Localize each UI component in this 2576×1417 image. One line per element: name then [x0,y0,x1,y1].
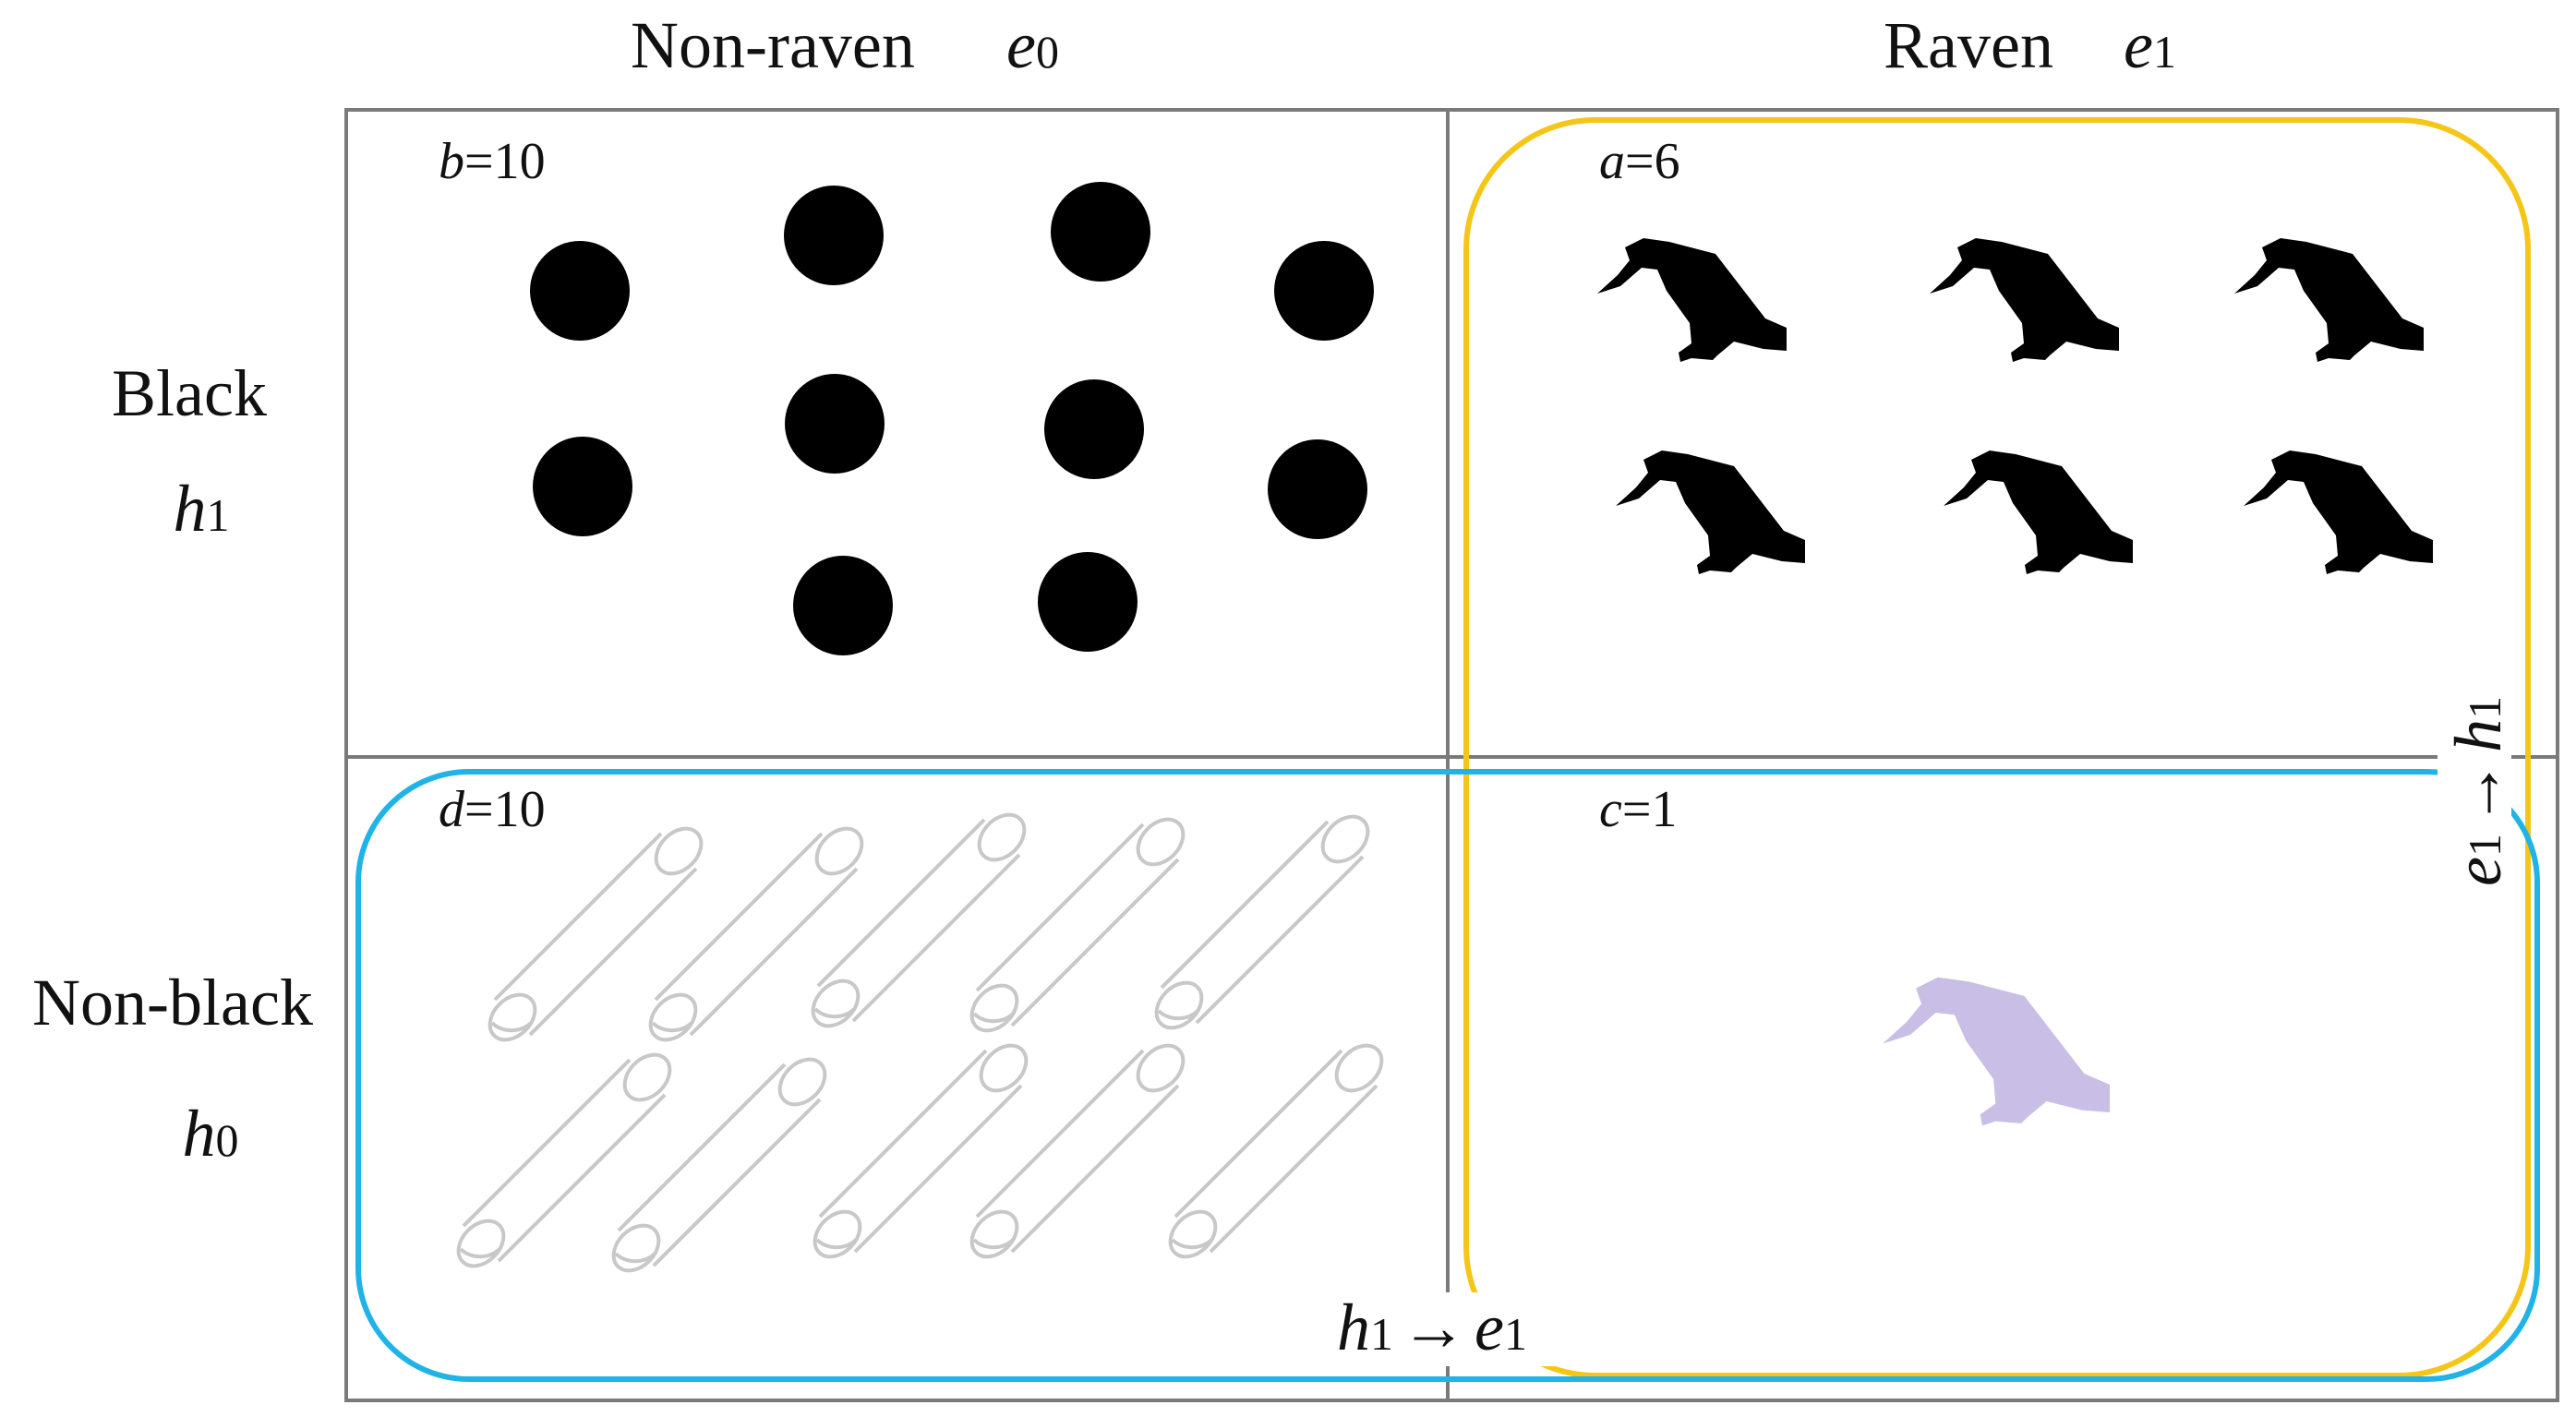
raven-region-outline [1463,117,2531,1378]
black-circle-icon [784,186,884,285]
row-symbol-h0: h0 [183,1097,239,1171]
cell-c-non-black-raven [1883,977,2110,1126]
row-label-black: Black [112,356,267,430]
implication-label-h1-to-e1: h1→e1 [1337,1291,1527,1364]
raven-silhouette-icon [1930,238,2119,362]
column-label-raven: Raven [1884,8,2053,82]
raven-silhouette-icon [2234,238,2424,362]
column-symbol-e0: e0 [1006,8,1059,82]
pipe-cylinder-icon [961,1035,1194,1267]
column-header-raven: Raven e1 [1884,8,2176,82]
cell-d-non-black-non-ravens [448,804,1392,1281]
cell-count-b: b=10 [439,133,546,190]
implication-label-backdrop [1330,1292,1579,1366]
row-header-non-black: Non-black h0 [32,966,313,1171]
black-circle-icon [1274,241,1374,341]
black-circle-icon [1051,182,1150,282]
contingency-table-grid [344,108,2559,1402]
black-circle-icon [785,374,885,474]
black-circle-icon [533,437,632,536]
pipe-cylinder-icon [479,818,712,1051]
pipe-cylinder-icon [640,818,873,1051]
column-symbol-e1: e1 [2124,8,2176,82]
column-header-non-raven: Non-raven e0 [631,8,1059,82]
pipe-cylinder-icon [804,1035,1037,1267]
row-symbol-h1: h1 [174,472,230,546]
cell-a-black-ravens [1597,238,2433,574]
implication-h1-to-e1: h1→e1 [1330,1291,1579,1366]
raven-silhouette-icon [2244,450,2433,574]
raven-silhouette-icon [1883,977,2110,1126]
pipe-cylinder-icon [603,1049,836,1281]
implication-e1-to-h1: e1→h1 [2438,665,2515,905]
implication-label-e1-to-h1: e1→h1 [2441,696,2515,886]
black-circle-icon [1038,552,1138,652]
cell-b-black-non-ravens [530,182,1374,655]
black-circle-icon [1268,439,1367,539]
black-circle-icon [530,241,630,341]
non-black-region-outline [355,769,2540,1382]
cell-count-d: d=10 [439,781,546,838]
pipe-cylinder-icon [1160,1035,1392,1267]
cell-count-c: c=1 [1599,781,1677,838]
raven-silhouette-icon [1944,450,2133,574]
raven-silhouette-icon [1616,450,1805,574]
black-circle-icon [1044,379,1144,479]
black-circle-icon [793,556,893,655]
implication-label-backdrop [2438,665,2511,905]
pipe-cylinder-icon [802,804,1035,1037]
row-header-black: Black h1 [112,356,267,546]
pipe-cylinder-icon [448,1044,680,1277]
row-label-non-black: Non-black [32,966,313,1039]
cell-count-a: a=6 [1599,133,1680,190]
raven-silhouette-icon [1597,238,1787,362]
column-label-non-raven: Non-raven [631,8,915,82]
